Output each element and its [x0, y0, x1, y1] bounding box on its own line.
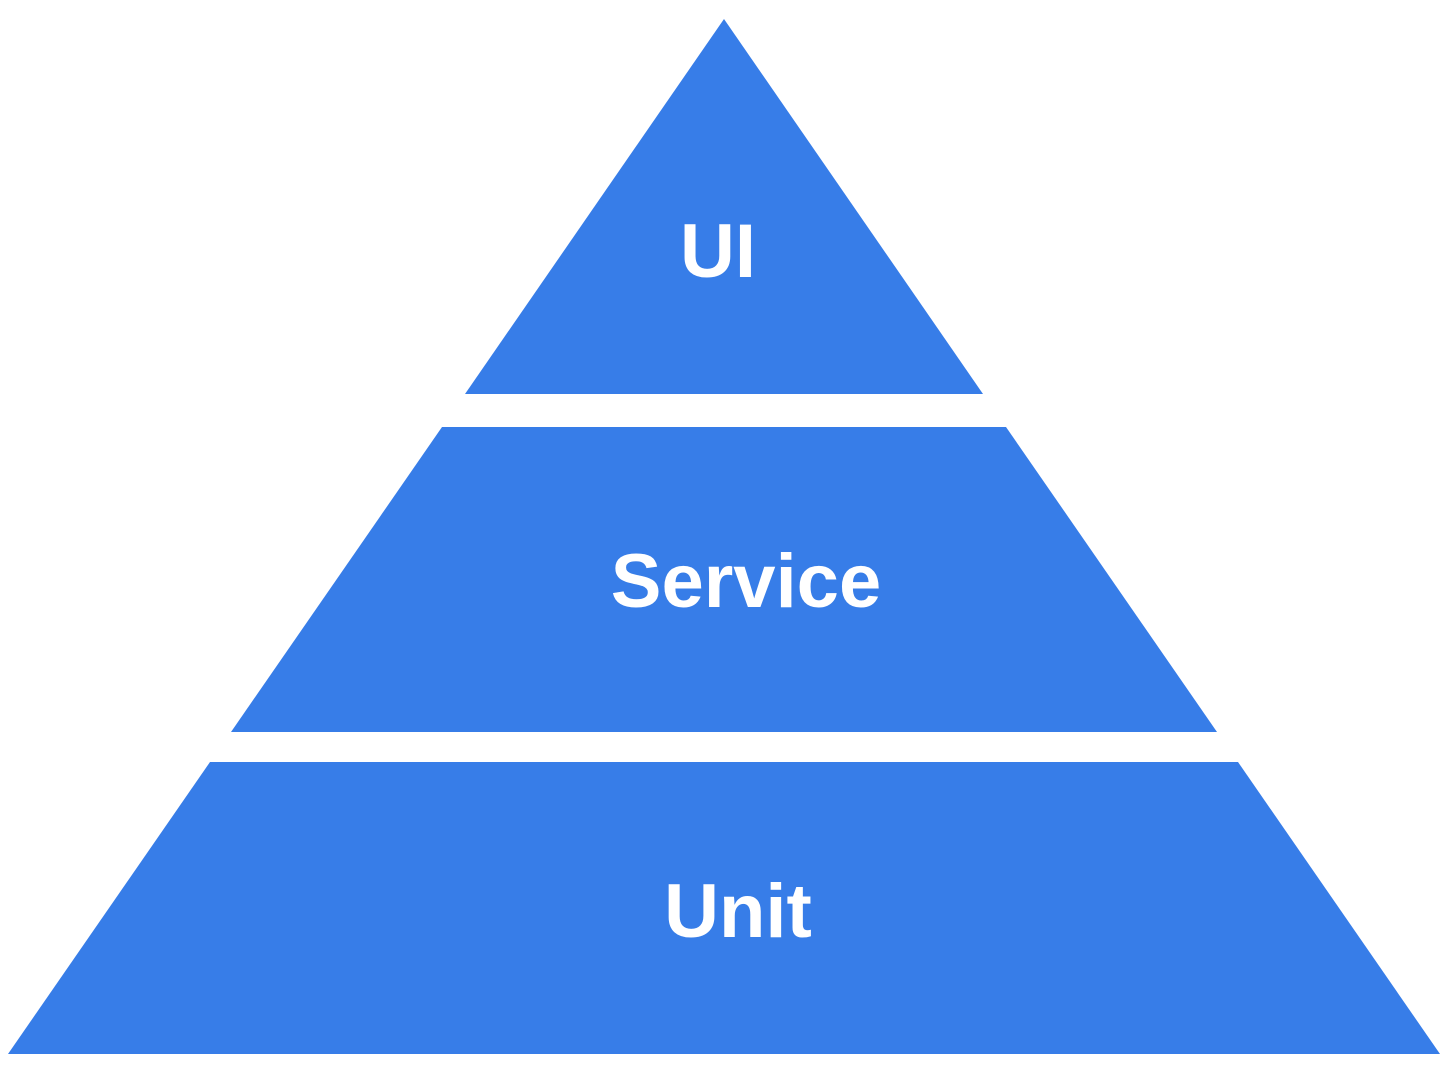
ui-tier-shape	[465, 19, 983, 394]
service-tier-label: Service	[611, 539, 881, 624]
unit-tier-label: Unit	[664, 869, 812, 954]
service-tier-shape	[231, 427, 1217, 732]
ui-tier-label: UI	[680, 209, 756, 294]
unit-tier-shape	[8, 762, 1440, 1054]
